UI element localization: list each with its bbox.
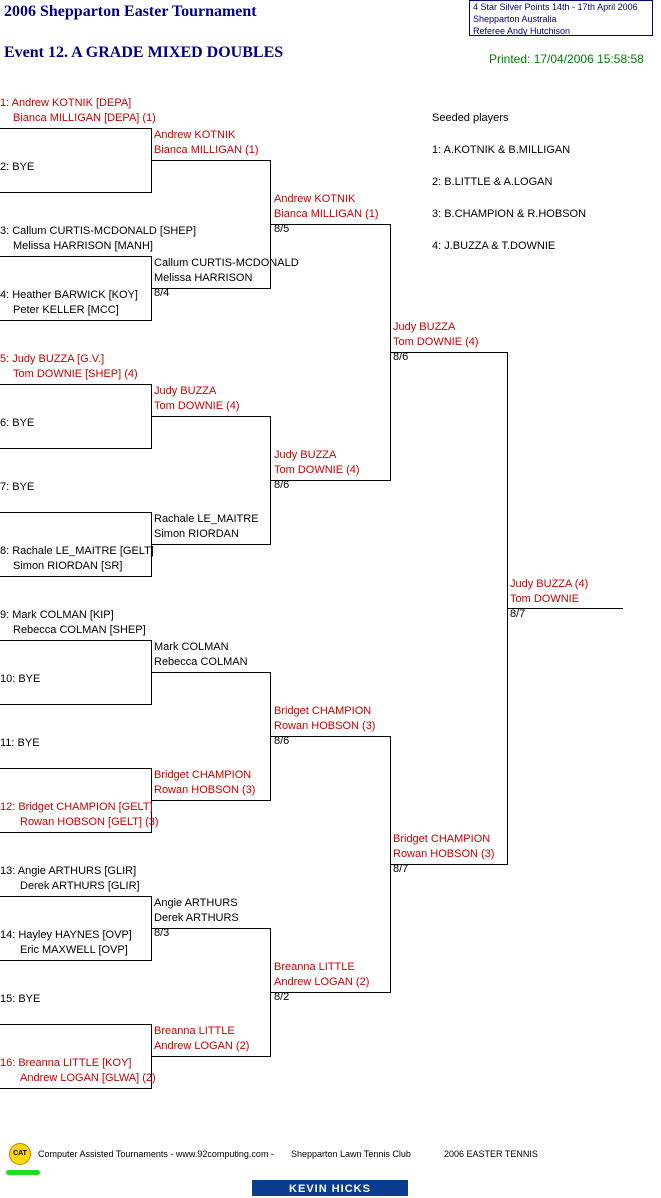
tournament-title: 2006 Shepparton Easter Tournament [4,3,257,20]
bracket-line [152,160,271,289]
round3-entry-line1: Judy BUZZA [274,449,337,461]
round2-entry-line2: Andrew LOGAN (2) [154,1040,250,1052]
cat-logo-underline [6,1170,40,1175]
round1-entry-line1: 12: Bridget CHAMPION [GELT] [0,801,153,813]
bracket-line [0,384,152,449]
seed-entry: 2: B.LITTLE & A.LOGAN [432,176,553,188]
round2-entry-line1: Bridget CHAMPION [154,769,252,781]
final-winner-line1: Judy BUZZA (4) [510,578,589,590]
round1-entry-line2: Derek ARTHURS [GLIR] [20,880,140,892]
round3-entry-line2: Bianca MILLIGAN (1) [274,208,379,220]
round2-entry-line2: Rebecca COLMAN [154,656,248,668]
round3-entry-line1: Andrew KOTNIK [274,193,356,205]
round1-entry-line2: Rowan HOBSON [GELT] (3) [20,816,159,828]
round1-entry-line1: 10: BYE [0,673,41,685]
round4-score: 8/7 [393,863,409,875]
round2-entry-line2: Tom DOWNIE (4) [154,400,240,412]
round1-entry-line1: 13: Angie ARTHURS [GLIR] [0,865,137,877]
round2-entry-line1: Mark COLMAN [154,641,229,653]
round2-entry-line2: Rowan HOBSON (3) [154,784,256,796]
event-title: Event 12. A GRADE MIXED DOUBLES [4,44,284,61]
round1-entry-line2: Simon RIORDAN [SR] [13,560,123,572]
bracket-line [271,224,391,481]
round2-entry-line2: Melissa HARRISON [154,272,253,284]
round3-entry-line2: Tom DOWNIE (4) [274,464,360,476]
round3-entry-line2: Rowan HOBSON (3) [274,720,376,732]
printed-timestamp: Printed: 17/04/2006 15:58:58 [489,52,644,66]
bracket-line [0,128,152,193]
round1-entry-line2: Andrew LOGAN [GLWA] (2) [20,1072,156,1084]
round2-entry-line1: Andrew KOTNIK [154,129,236,141]
tournament-info-box: 4 Star Silver Points 14th - 17th April 2… [469,0,653,36]
final-winner-line [508,608,623,609]
round1-entry-line1: 7: BYE [0,481,35,493]
round1-entry-line1: 14: Hayley HAYNES [OVP] [0,929,132,941]
round1-entry-line1: 6: BYE [0,417,35,429]
cat-logo-icon: CAT [9,1143,31,1165]
footer-credit: Computer Assisted Tournaments - www.92co… [38,1149,274,1159]
round1-entry-line1: 3: Callum CURTIS-MCDONALD [SHEP] [0,225,196,237]
round1-entry-line2: Eric MAXWELL [OVP] [20,944,128,956]
round2-score: 8/4 [154,287,170,299]
round3-score: 8/2 [274,991,290,1003]
bracket-line [0,256,152,321]
round1-entry-line1: 16: Breanna LITTLE [KOY] [0,1057,132,1069]
round3-entry-line1: Bridget CHAMPION [274,705,372,717]
sponsor-banner: KEVIN HICKS [252,1180,408,1196]
round3-score: 8/6 [274,479,290,491]
bracket-line [0,768,152,833]
round3-entry-line1: Breanna LITTLE [274,961,355,973]
round1-entry-line1: 8: Rachale LE_MAITRE [GELT] [0,545,154,557]
final-winner-line2: Tom DOWNIE [510,593,580,605]
round3-entry-line2: Andrew LOGAN (2) [274,976,370,988]
bracket-line [0,512,152,577]
round3-score: 8/5 [274,223,290,235]
round2-entry-line2: Bianca MILLIGAN (1) [154,144,259,156]
round1-entry-line2: Rebecca COLMAN [SHEP] [13,624,146,636]
round2-entry-line2: Derek ARTHURS [154,912,239,924]
round1-entry-line1: 9: Mark COLMAN [KIP] [0,609,114,621]
bracket-line [152,928,271,1057]
round4-entry-line2: Rowan HOBSON (3) [393,848,495,860]
round1-entry-line1: 15: BYE [0,993,41,1005]
bracket-line [0,640,152,705]
seeds-title: Seeded players [432,112,509,124]
seed-entry: 1: A.KOTNIK & B.MILLIGAN [432,144,571,156]
round1-entry-line2: Peter KELLER [MCC] [13,304,119,316]
round2-entry-line1: Rachale LE_MAITRE [154,513,259,525]
bracket-line [271,736,391,993]
final-score: 8/7 [510,608,526,620]
bracket-line [390,352,508,865]
round4-entry-line2: Tom DOWNIE (4) [393,336,479,348]
round1-entry-line1: 2: BYE [0,161,35,173]
round2-score: 8/3 [154,927,170,939]
round1-entry-line1: 4: Heather BARWICK [KOY] [0,289,138,301]
footer-club: Shepparton Lawn Tennis Club [291,1149,411,1159]
round1-entry-line2: Tom DOWNIE [SHEP] (4) [13,368,138,380]
round2-entry-line1: Breanna LITTLE [154,1025,235,1037]
round2-entry-line1: Judy BUZZA [154,385,217,397]
bracket-line [0,896,152,961]
round1-entry-line2: Melissa HARRISON [MANH] [13,240,153,252]
bracket-line [0,1024,152,1089]
bracket-line [152,672,271,801]
info-line-location: Shepparton Australia [473,14,557,24]
round1-entry-line1: 11: BYE [0,737,40,749]
round4-score: 8/6 [393,351,409,363]
round1-entry-line2: Bianca MILLIGAN [DEPA] (1) [13,112,156,124]
info-line-points: 4 Star Silver Points 14th - 17th April 2… [473,2,638,12]
bracket-line [152,416,271,545]
info-line-referee: Referee Andy Hutchison [473,26,571,36]
seed-entry: 4: J.BUZZA & T.DOWNIE [432,240,556,252]
seed-entry: 3: B.CHAMPION & R.HOBSON [432,208,587,220]
round4-entry-line1: Judy BUZZA [393,321,456,333]
round3-score: 8/6 [274,735,290,747]
round2-entry-line1: Angie ARTHURS [154,897,238,909]
round2-entry-line2: Simon RIORDAN [154,528,239,540]
round2-entry-line1: Callum CURTIS-MCDONALD [154,257,299,269]
footer-event: 2006 EASTER TENNIS [444,1149,538,1159]
round1-entry-line1: 5: Judy BUZZA [G.V.] [0,353,105,365]
round4-entry-line1: Bridget CHAMPION [393,833,491,845]
round1-entry-line1: 1: Andrew KOTNIK [DEPA] [0,97,132,109]
